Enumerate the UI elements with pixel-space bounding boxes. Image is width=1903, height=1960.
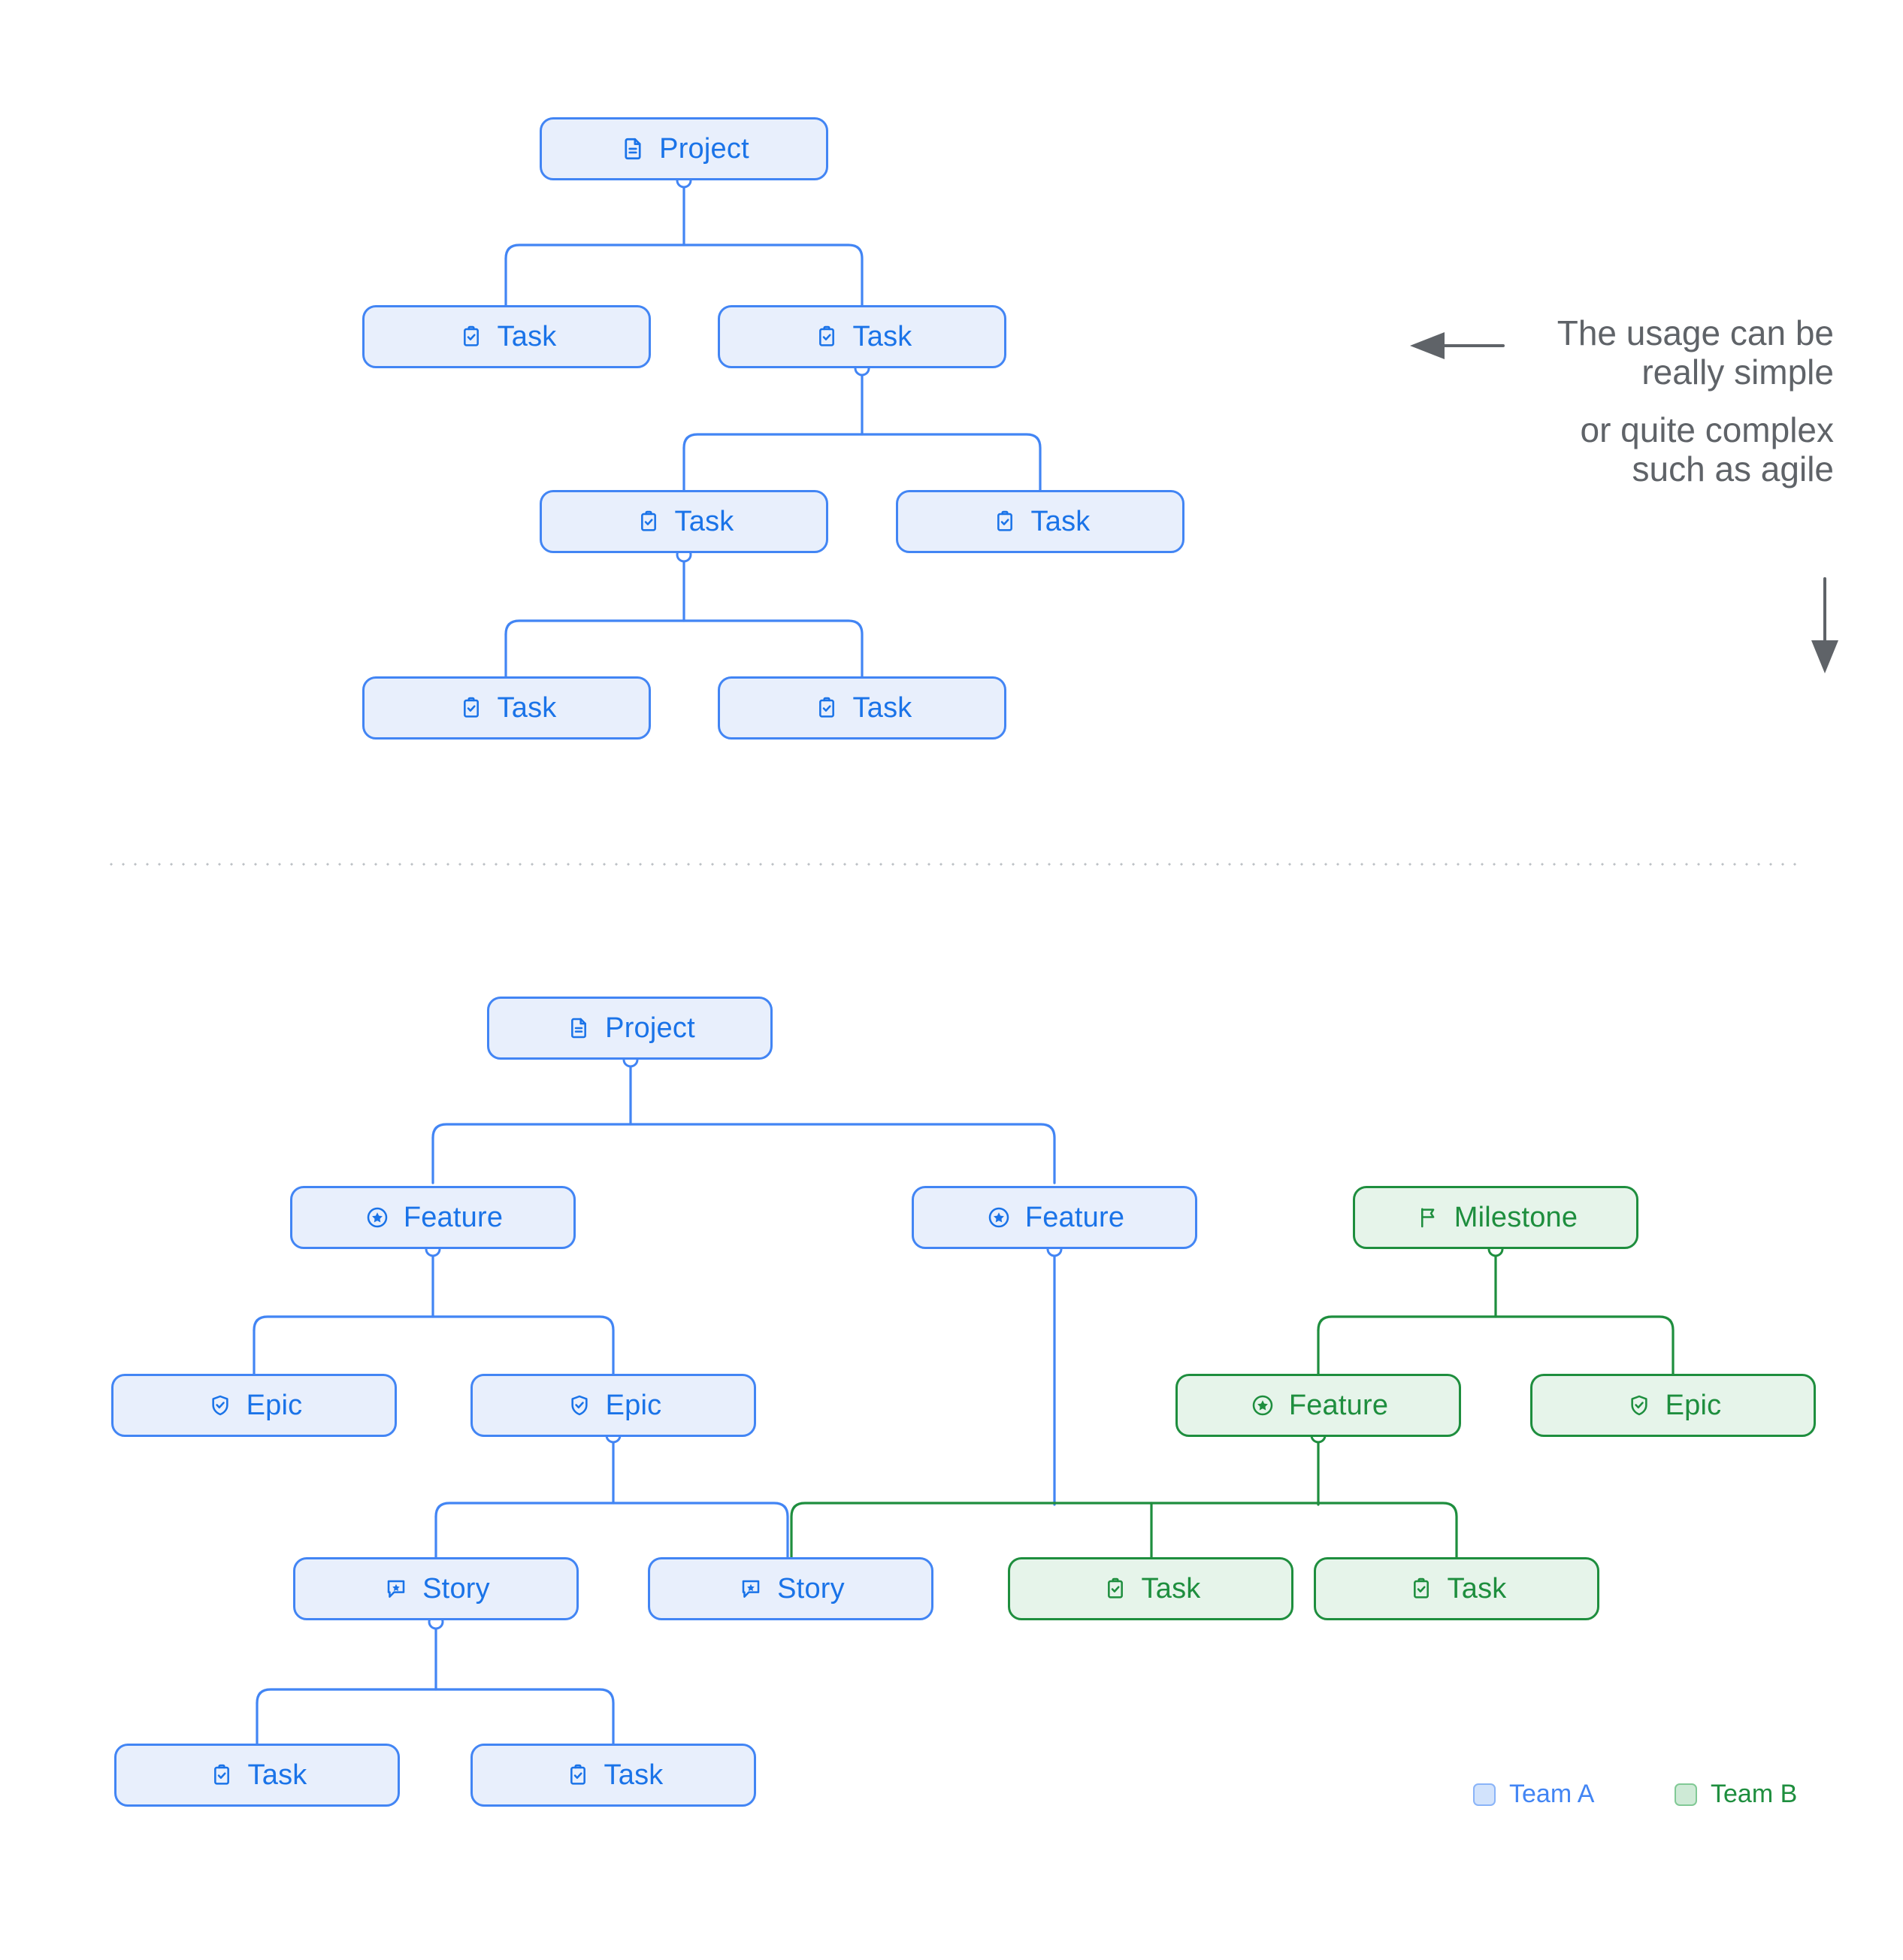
node-epic[interactable]: Epic (1530, 1374, 1816, 1437)
node-epic[interactable]: Epic (470, 1374, 756, 1437)
node-label: Epic (246, 1389, 303, 1421)
node-story[interactable]: Story (648, 1557, 933, 1620)
section-divider (105, 863, 1798, 866)
legend-label-team-a: Team A (1509, 1780, 1595, 1808)
node-feature[interactable]: Feature (1175, 1374, 1461, 1437)
chat-star-icon (382, 1574, 410, 1603)
node-label: Milestone (1454, 1201, 1578, 1233)
node-feature[interactable]: Feature (290, 1186, 576, 1249)
legend-label-team-b: Team B (1711, 1780, 1798, 1808)
node-task[interactable]: Task (896, 490, 1184, 553)
node-milestone[interactable]: Milestone (1353, 1186, 1638, 1249)
node-task[interactable]: Task (470, 1744, 756, 1807)
clipboard-check-icon (991, 507, 1019, 536)
annotation-line-3: or quite complex (1580, 410, 1835, 450)
node-label: Task (1141, 1572, 1201, 1605)
node-label: Project (605, 1012, 695, 1044)
node-label: Story (777, 1572, 845, 1605)
node-label: Task (674, 505, 734, 537)
node-project[interactable]: Project (540, 117, 828, 180)
bottom-connector-dots (425, 1051, 1504, 1630)
star-circle-icon (985, 1203, 1013, 1232)
clipboard-check-icon (812, 322, 841, 351)
node-label: Project (659, 132, 749, 165)
node-project[interactable]: Project (487, 997, 773, 1060)
node-task[interactable]: Task (718, 305, 1006, 368)
swatch-green-icon (1675, 1783, 1697, 1806)
shield-check-icon (1625, 1391, 1653, 1420)
star-circle-icon (1248, 1391, 1277, 1420)
shield-check-icon (565, 1391, 594, 1420)
clipboard-check-icon (812, 694, 841, 722)
node-feature[interactable]: Feature (912, 1186, 1197, 1249)
node-label: Task (852, 320, 912, 352)
arrow-down-icon (1811, 577, 1838, 673)
node-label: Feature (1024, 1201, 1125, 1233)
node-task[interactable]: Task (362, 676, 651, 740)
annotation-text: The usage can be really simple or quite … (1458, 313, 1835, 488)
clipboard-check-icon (457, 694, 486, 722)
node-label: Task (852, 691, 912, 724)
swatch-blue-icon (1473, 1783, 1496, 1806)
node-label: Epic (1665, 1389, 1722, 1421)
node-task[interactable]: Task (114, 1744, 400, 1807)
node-label: Feature (1288, 1389, 1389, 1421)
flag-icon (1414, 1203, 1442, 1232)
node-label: Epic (605, 1389, 662, 1421)
node-label: Task (497, 320, 557, 352)
node-label: Task (1447, 1572, 1507, 1605)
document-icon (619, 135, 647, 163)
node-epic[interactable]: Epic (111, 1374, 397, 1437)
chat-star-icon (737, 1574, 765, 1603)
annotation-line-4: such as agile (1632, 449, 1835, 488)
legend-team-a[interactable]: Team A (1473, 1780, 1594, 1809)
node-task[interactable]: Task (1314, 1557, 1599, 1620)
clipboard-check-icon (457, 322, 486, 351)
node-label: Story (422, 1572, 490, 1605)
annotation-line-1: The usage can be (1557, 313, 1834, 352)
clipboard-check-icon (564, 1761, 592, 1789)
clipboard-check-icon (1101, 1574, 1130, 1603)
annotation-line-2: really simple (1641, 352, 1834, 392)
clipboard-check-icon (207, 1761, 236, 1789)
node-label: Task (497, 691, 557, 724)
clipboard-check-icon (634, 507, 663, 536)
node-label: Task (604, 1759, 664, 1791)
document-icon (564, 1014, 593, 1042)
node-label: Task (1030, 505, 1091, 537)
legend-team-b[interactable]: Team B (1675, 1780, 1797, 1809)
top-diagram-connectors (504, 179, 1042, 678)
node-label: Feature (403, 1201, 504, 1233)
node-task[interactable]: Task (1008, 1557, 1293, 1620)
star-circle-icon (363, 1203, 392, 1232)
shield-check-icon (206, 1391, 234, 1420)
node-task[interactable]: Task (540, 490, 828, 553)
node-story[interactable]: Story (293, 1557, 579, 1620)
node-task[interactable]: Task (362, 305, 651, 368)
node-label: Task (247, 1759, 307, 1791)
node-task[interactable]: Task (718, 676, 1006, 740)
clipboard-check-icon (1407, 1574, 1436, 1603)
